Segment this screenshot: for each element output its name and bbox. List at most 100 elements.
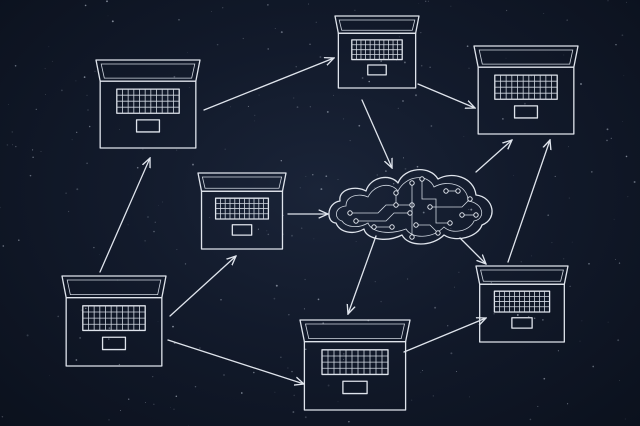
star-dot <box>380 60 382 62</box>
star-dot <box>288 314 290 316</box>
star-dot <box>106 0 108 3</box>
star-dot <box>569 285 571 287</box>
star-dot <box>175 395 178 398</box>
star-dot <box>529 418 532 421</box>
star-dot <box>108 419 110 421</box>
star-dot <box>176 149 178 151</box>
circuit-trace <box>416 224 439 234</box>
star-dot <box>606 139 608 142</box>
star-dot <box>554 175 556 177</box>
cloud-outline <box>328 169 493 245</box>
star-dot <box>418 2 420 4</box>
laptop-f-laptop-icon <box>475 265 569 343</box>
star-dot <box>0 206 1 209</box>
star-dot <box>450 5 452 7</box>
laptop-base <box>200 190 284 250</box>
laptop-c-laptop-icon <box>334 15 420 89</box>
star-dot <box>85 307 87 310</box>
star-dot <box>76 188 79 191</box>
star-dot <box>111 20 114 23</box>
star-dot <box>469 396 470 398</box>
star-dot <box>312 174 314 176</box>
laptop-screen-inner <box>201 176 283 189</box>
laptop-screen-inner <box>478 49 574 65</box>
star-dot <box>315 21 317 23</box>
circuit-node <box>427 204 433 210</box>
star-dot <box>505 9 508 12</box>
star-dot <box>466 45 469 48</box>
star-dot <box>144 401 147 404</box>
star-dot <box>118 129 120 130</box>
star-dot <box>304 416 307 419</box>
star-dot <box>305 348 307 350</box>
circuit-trace <box>356 212 410 222</box>
star-dot <box>258 94 260 96</box>
star-dot <box>402 100 404 102</box>
star-dot <box>430 125 433 127</box>
star-dot <box>32 149 34 151</box>
arrow-cloud-to-laptop-g <box>348 235 377 314</box>
star-dot <box>337 401 339 403</box>
circuit-trace <box>421 179 450 224</box>
star-dot <box>571 241 573 243</box>
circuit-trace <box>430 198 471 208</box>
star-dot <box>199 347 201 349</box>
star-dot <box>154 221 156 223</box>
star-dot <box>1 416 4 418</box>
star-dot <box>11 131 14 133</box>
circuit-node <box>371 224 377 230</box>
star-dot <box>327 384 330 387</box>
circuit-node <box>467 196 473 202</box>
laptop-trackpad <box>511 317 533 329</box>
star-dot <box>422 211 425 214</box>
star-dot <box>397 107 399 110</box>
star-dot <box>108 327 111 329</box>
star-dot <box>470 208 473 211</box>
circuit-node <box>353 218 359 224</box>
star-dot <box>12 144 13 146</box>
star-dot <box>458 271 460 273</box>
laptop-b-laptop-icon <box>197 172 287 250</box>
circuit-node <box>419 176 425 182</box>
star-dot <box>434 306 437 309</box>
laptop-base <box>337 32 417 89</box>
star-dot <box>407 278 409 280</box>
star-dot <box>309 43 311 45</box>
star-dot <box>75 80 77 82</box>
laptop-screen-inner <box>100 63 196 79</box>
star-dot <box>187 52 188 54</box>
star-dot <box>617 339 620 342</box>
star-dot <box>455 370 458 373</box>
connection-arrows <box>99 58 550 384</box>
star-dot <box>343 358 344 360</box>
star-dot <box>257 228 259 230</box>
star-dot <box>537 405 539 407</box>
star-dot <box>463 135 465 137</box>
star-dot <box>411 399 413 401</box>
star-dot <box>592 365 595 368</box>
star-dot <box>76 131 78 133</box>
circuit-node <box>389 224 395 230</box>
star-dot <box>621 121 623 122</box>
star-dot <box>274 391 276 393</box>
star-dot <box>502 118 504 120</box>
laptop-a-laptop-icon <box>95 59 201 149</box>
laptop-screen-inner <box>66 279 162 295</box>
star-dot <box>267 48 269 50</box>
laptop-trackpad <box>513 105 539 119</box>
star-dot <box>543 377 546 380</box>
star-dot <box>48 46 50 48</box>
star-dot <box>283 233 284 235</box>
star-dot <box>468 67 470 69</box>
star-dot <box>513 175 515 176</box>
star-dot <box>291 370 293 373</box>
star-dot <box>161 201 163 203</box>
star-dot <box>275 284 278 287</box>
star-dot <box>147 216 149 218</box>
circuit-node <box>455 188 461 194</box>
star-dot <box>29 174 32 177</box>
star-dot <box>18 239 20 241</box>
star-dot <box>172 325 174 328</box>
star-dot <box>454 286 456 288</box>
star-dot <box>368 80 371 83</box>
